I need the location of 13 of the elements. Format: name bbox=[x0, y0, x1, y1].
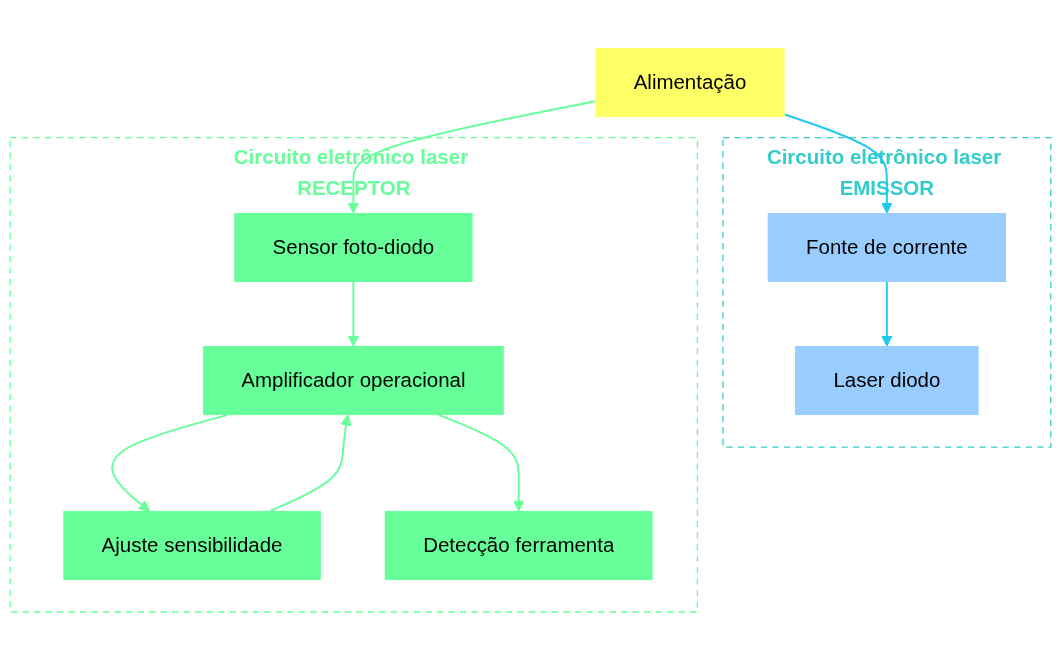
arrow bbox=[111, 414, 228, 512]
node-box: Alimentação bbox=[595, 48, 785, 118]
node-box: Ajuste sensibilidade bbox=[63, 510, 321, 581]
arrow bbox=[347, 281, 359, 347]
node-box: Amplificador operacional bbox=[203, 346, 504, 416]
arrow bbox=[269, 414, 352, 512]
arrow bbox=[881, 281, 893, 347]
node-box: Fonte de corrente bbox=[767, 212, 1006, 283]
node-box: Sensor foto-diodo bbox=[234, 212, 473, 283]
arrow bbox=[347, 100, 597, 214]
node-box: Laser diodo bbox=[795, 346, 979, 416]
node-box: Detecção ferramenta bbox=[384, 510, 653, 581]
arrow bbox=[438, 414, 525, 512]
